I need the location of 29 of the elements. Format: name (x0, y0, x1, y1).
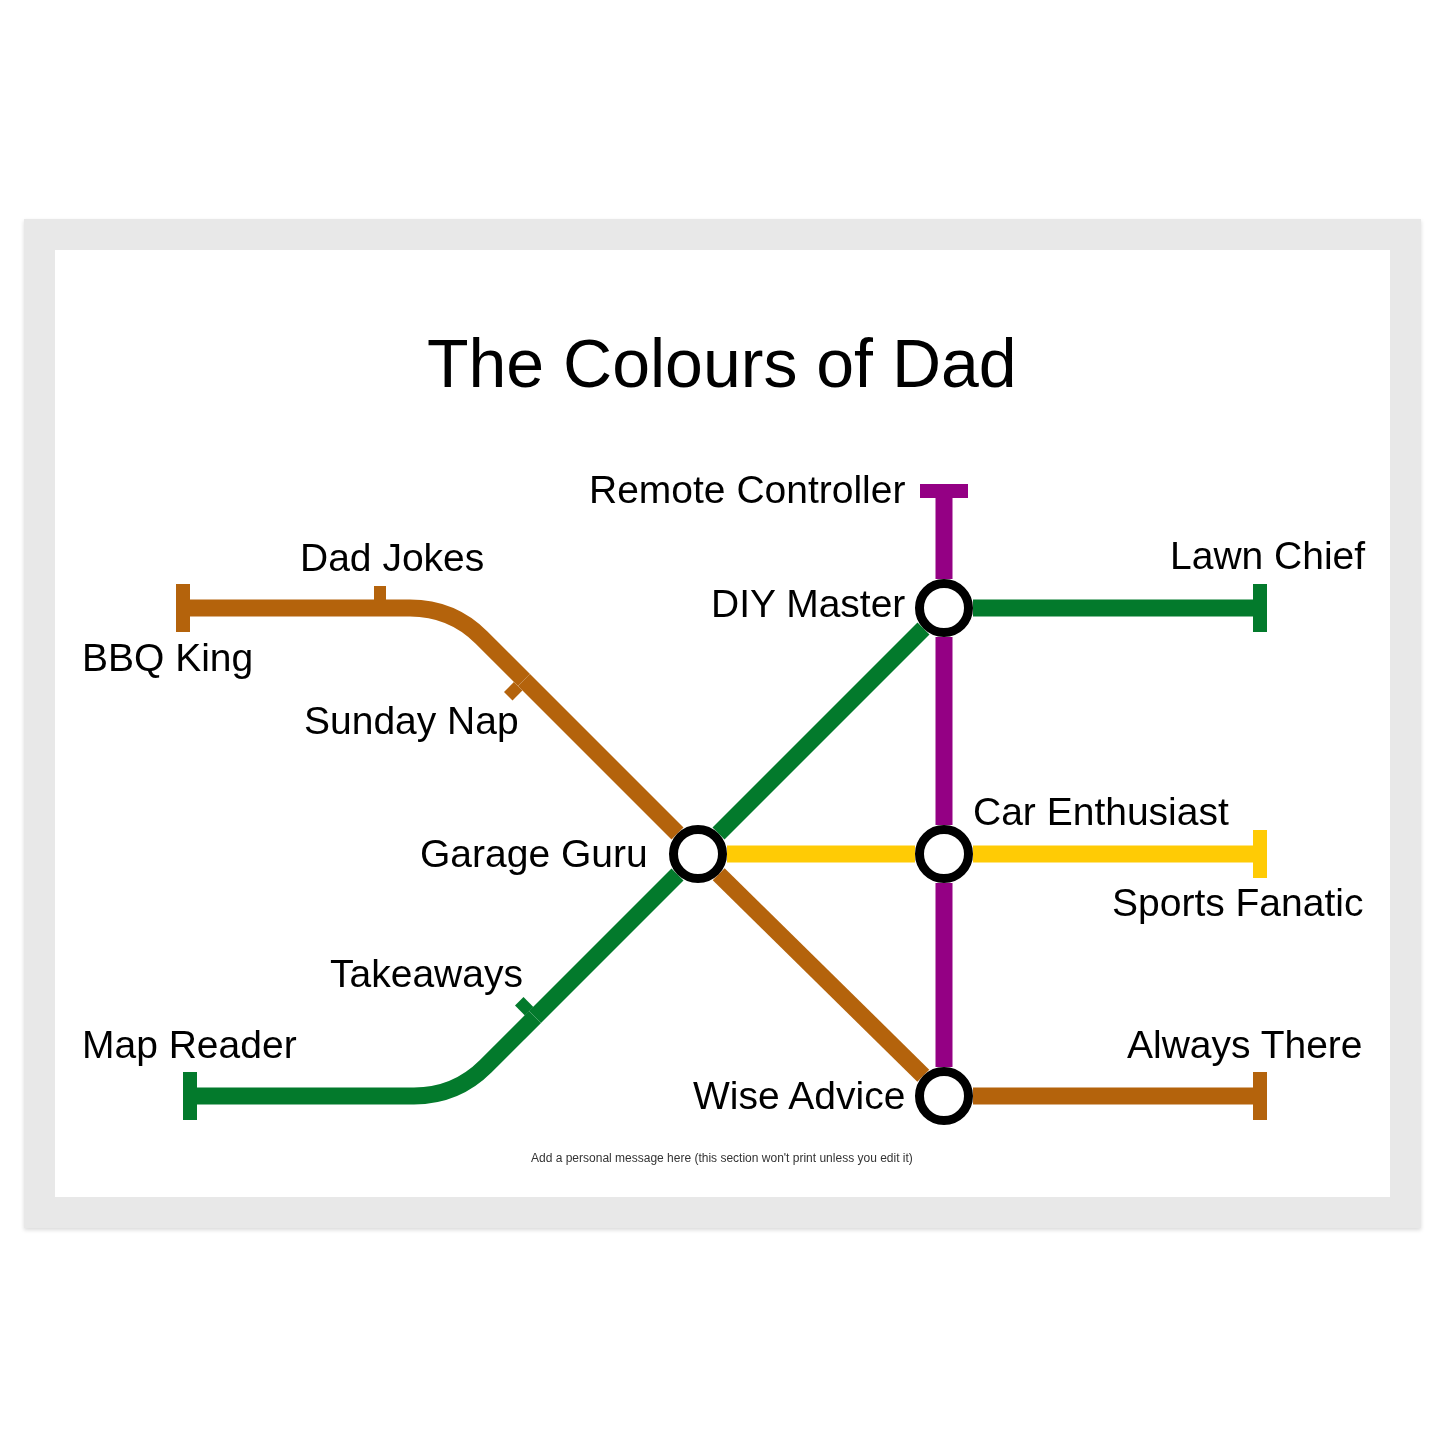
route-line (712, 868, 930, 1082)
route-line (935, 637, 953, 825)
route-line (973, 599, 1253, 617)
route-line (190, 599, 380, 617)
station-name: Dad Jokes (300, 535, 485, 581)
route-line (197, 1011, 541, 1105)
title: The Colours of Dad (427, 325, 1017, 401)
route-line (973, 845, 1253, 863)
route-line (727, 845, 915, 863)
station-name: Map Reader (82, 1022, 297, 1068)
station-name: Car Enthusiast (973, 789, 1229, 835)
station-name: Remote Controller (589, 467, 906, 513)
route-line (935, 498, 953, 579)
route-line (380, 599, 530, 686)
station-name: Lawn Chief (1170, 533, 1366, 579)
route-line (935, 883, 953, 1067)
station-name: Sports Fanatic (1112, 880, 1364, 926)
station-name: Takeaways (330, 951, 523, 997)
note-text: Add a personal message here (this section won't print unless you edit it) (531, 1151, 913, 1166)
station-name: DIY Master (711, 581, 906, 627)
station-name: Sunday Nap (304, 699, 519, 745)
station-name: Wise Advice (693, 1073, 906, 1119)
station-name: Always There (1127, 1022, 1363, 1068)
station-name: BBQ King (82, 635, 254, 681)
route-line (529, 868, 684, 1023)
station-name: Garage Guru (420, 831, 648, 877)
route-line (518, 674, 684, 840)
route-line (973, 1087, 1253, 1105)
route-line (712, 622, 930, 840)
